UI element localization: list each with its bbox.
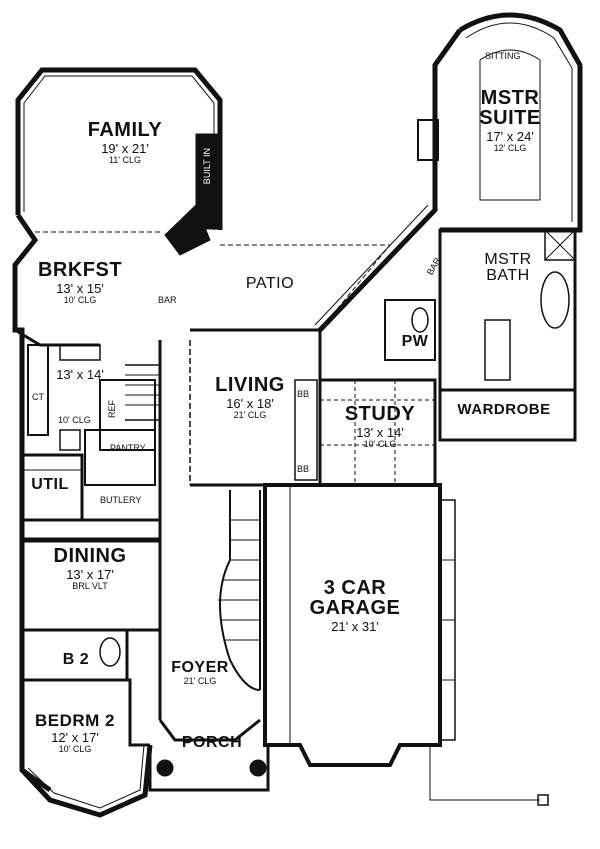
foyer-name: FOYER (171, 659, 229, 676)
bedrm2-dims: 12' x 17' (51, 730, 99, 745)
bedrm2-clg: 10' CLG (58, 744, 92, 754)
dining-name: DINING (53, 545, 127, 567)
left-exterior-wall (12, 213, 52, 793)
sitting-label: SITTING (485, 51, 521, 61)
brkfst-label: BRKFST 13' x 15' 10' CLG (30, 260, 130, 305)
family-clg: 11' CLG (108, 155, 142, 165)
garage-name-2: GARAGE (309, 597, 401, 619)
kitchen-label: 13' x 14' (45, 366, 115, 381)
patio-label: PATIO (235, 276, 305, 292)
study-name: STUDY (344, 403, 416, 425)
dining-label: DINING 13' x 17' BRL VLT (30, 546, 150, 591)
living-name: LIVING (215, 374, 285, 396)
util-name: UTIL (31, 476, 69, 493)
dining-clg: BRL VLT (72, 581, 108, 591)
mstr-suite-label: MSTR SUITE 17' x 24' 12' CLG (470, 88, 550, 153)
mstr-suite-clg: 12' CLG (493, 143, 527, 153)
porch-name: PORCH (181, 734, 243, 751)
garage-label: 3 CAR GARAGE 21' x 31' (290, 578, 420, 633)
ref-label: REF (107, 400, 117, 418)
bar1-label: BAR (158, 295, 177, 305)
pw-name: PW (401, 333, 429, 350)
built-in-label: BUILT IN (202, 148, 212, 185)
mstr-suite-dims: 17' x 24' (486, 129, 534, 144)
diagonal-hall (318, 28, 463, 332)
mstr-suite-wall (440, 12, 583, 233)
foyer-clg: 21' CLG (183, 676, 217, 686)
living-clg: 21' CLG (233, 410, 267, 420)
kitchen-clg: 10' CLG (58, 415, 91, 425)
study-label: STUDY 13' x 14' 10' CLG (325, 404, 435, 449)
family-wall (15, 67, 223, 230)
bedrm2-name: BEDRM 2 (34, 711, 115, 730)
ct-label: CT (32, 392, 44, 402)
bedrm2-bay (20, 744, 153, 818)
brkfst-dims: 13' x 15' (56, 281, 104, 296)
mstr-suite-name-1: MSTR (480, 87, 540, 109)
mstr-suite-name-2: SUITE (479, 107, 541, 129)
util-label: UTIL (30, 477, 70, 493)
porch (148, 745, 270, 792)
garage-name-1: 3 CAR (323, 577, 387, 599)
family-name: FAMILY (87, 119, 163, 141)
family-label: FAMILY 19' x 21' 11' CLG (60, 120, 190, 165)
family-dims: 19' x 21' (101, 141, 149, 156)
living-dims: 16' x 18' (226, 396, 274, 411)
living-label: LIVING 16' x 18' 21' CLG (195, 375, 305, 420)
dining-dims: 13' x 17' (66, 567, 114, 582)
wardrobe (438, 390, 577, 442)
butlery-label: BUTLERY (100, 495, 142, 505)
bedrm2-label: BEDRM 2 12' x 17' 10' CLG (25, 712, 125, 754)
b2-name: B 2 (62, 651, 90, 668)
bb-label-1: BB (297, 389, 310, 399)
brkfst-clg: 10' CLG (63, 295, 97, 305)
pw-label: PW (395, 334, 435, 350)
brkfst-name: BRKFST (37, 259, 123, 281)
mstr-bath (438, 228, 577, 392)
mstr-bath-name-2: BATH (486, 267, 530, 284)
bb-label-2: BB (297, 464, 310, 474)
pantry-label: PANTRY (110, 443, 146, 453)
patio-name: PATIO (245, 275, 295, 292)
mstr-bath-name-1: MSTR (484, 251, 532, 268)
wardrobe-name: WARDROBE (457, 401, 551, 418)
garage-dims: 21' x 31' (331, 619, 379, 634)
b2-label: B 2 (56, 652, 96, 668)
wardrobe-label: WARDROBE (448, 402, 560, 417)
study-dims: 13' x 14' (356, 425, 404, 440)
built-in (195, 133, 219, 230)
porch-label: PORCH (172, 735, 252, 751)
study-clg: 10' CLG (363, 439, 397, 449)
mstr-bath-label: MSTR BATH (478, 252, 538, 284)
kitchen-dims: 13' x 14' (56, 367, 104, 382)
foyer-label: FOYER 21' CLG (160, 660, 240, 686)
patio (195, 244, 392, 331)
